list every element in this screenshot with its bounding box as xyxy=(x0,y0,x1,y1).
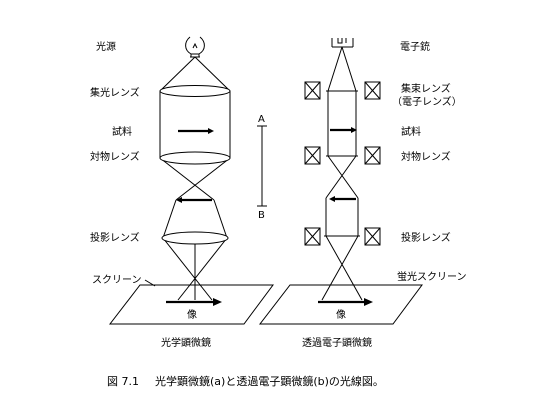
electron-objective-label: 対物レンズ xyxy=(401,150,451,163)
optical-projector-label: 投影レンズ xyxy=(90,231,140,244)
optical-specimen-label: 試料 xyxy=(112,125,132,138)
electron-title: 透過電子顕微鏡 xyxy=(302,336,372,349)
electron-screen xyxy=(258,284,423,325)
optical-source-label: 光源 xyxy=(96,40,116,53)
electron-gun-icon xyxy=(331,38,354,48)
electron-screen-label: 蛍光スクリーン xyxy=(397,270,467,283)
optical-microscope: 光源 集光レンズ 試料 対物レンズ 投影レンズ スクリーン 像 光学顕微鏡 xyxy=(90,36,274,349)
optical-title: 光学顕微鏡 xyxy=(161,336,211,349)
electron-condenser-note: （電子レンズ） xyxy=(392,95,462,108)
axis-a-label: A xyxy=(258,114,265,125)
electron-projector-lens xyxy=(304,227,381,246)
optical-condenser-lens xyxy=(159,85,231,97)
figure-caption: 図 7.1 光学顕微鏡(a)と透過電子顕微鏡(b)の光線図。 xyxy=(107,374,384,388)
axis-b-label: B xyxy=(258,210,265,221)
electron-projector-label: 投影レンズ xyxy=(401,231,451,244)
electron-image-label: 像 xyxy=(336,309,346,321)
electron-condenser-label: 集束レンズ xyxy=(401,82,451,95)
optical-condenser-label: 集光レンズ xyxy=(90,86,140,99)
optical-rays xyxy=(159,56,231,301)
electron-gun-label: 電子銃 xyxy=(400,40,430,53)
caption-text: 光学顕微鏡(a)と透過電子顕微鏡(b)の光線図。 xyxy=(155,374,384,388)
optical-objective-label: 対物レンズ xyxy=(90,150,140,163)
optical-projector-lens xyxy=(161,231,229,245)
optical-screen xyxy=(108,284,274,325)
electron-condenser-lens xyxy=(304,81,381,100)
light-bulb-icon xyxy=(185,36,205,58)
optical-screen-label: スクリーン xyxy=(92,274,142,286)
electron-rays xyxy=(321,46,363,301)
axis-scale: A B xyxy=(257,114,267,221)
electron-specimen-label: 試料 xyxy=(401,125,421,138)
caption-number: 図 7.1 xyxy=(107,375,139,388)
electron-microscope: 電子銃 集束レンズ （電子レンズ） 試料 対物レンズ 投影レンズ 蛍光スクリーン… xyxy=(258,38,467,349)
optical-image-label: 像 xyxy=(187,309,197,321)
optical-objective-lens xyxy=(159,151,231,165)
electron-objective-lens xyxy=(304,146,381,165)
